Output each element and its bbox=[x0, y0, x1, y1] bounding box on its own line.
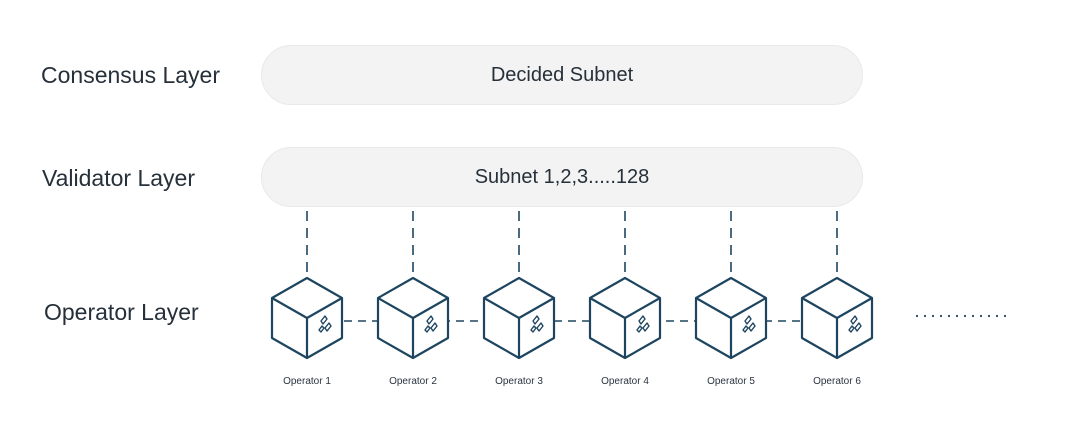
cube-icon bbox=[800, 276, 874, 360]
cube-icon bbox=[376, 276, 450, 360]
operator-label: Operator 1 bbox=[283, 376, 331, 387]
operator-label: Operator 4 bbox=[601, 376, 649, 387]
operator-label: Operator 2 bbox=[389, 376, 437, 387]
validator-subnet-label: Subnet 1,2,3.....128 bbox=[474, 165, 650, 188]
cube-icon bbox=[588, 276, 662, 360]
operator-label: Operator 3 bbox=[495, 376, 543, 387]
decided-subnet-label: Decided Subnet bbox=[490, 63, 634, 86]
cube-icon bbox=[482, 276, 556, 360]
operator-label: Operator 5 bbox=[707, 376, 755, 387]
validator-subnet-box: Subnet 1,2,3.....128 bbox=[261, 147, 863, 207]
cube-icon bbox=[694, 276, 768, 360]
cube-icon bbox=[270, 276, 344, 360]
operator-label: Operator 6 bbox=[813, 376, 861, 387]
validator-layer-label: Validator Layer bbox=[42, 165, 195, 191]
ellipsis-dots bbox=[915, 314, 1007, 318]
consensus-layer-label: Consensus Layer bbox=[41, 62, 220, 88]
operator-layer-label: Operator Layer bbox=[44, 299, 199, 325]
decided-subnet-box: Decided Subnet bbox=[261, 45, 863, 105]
